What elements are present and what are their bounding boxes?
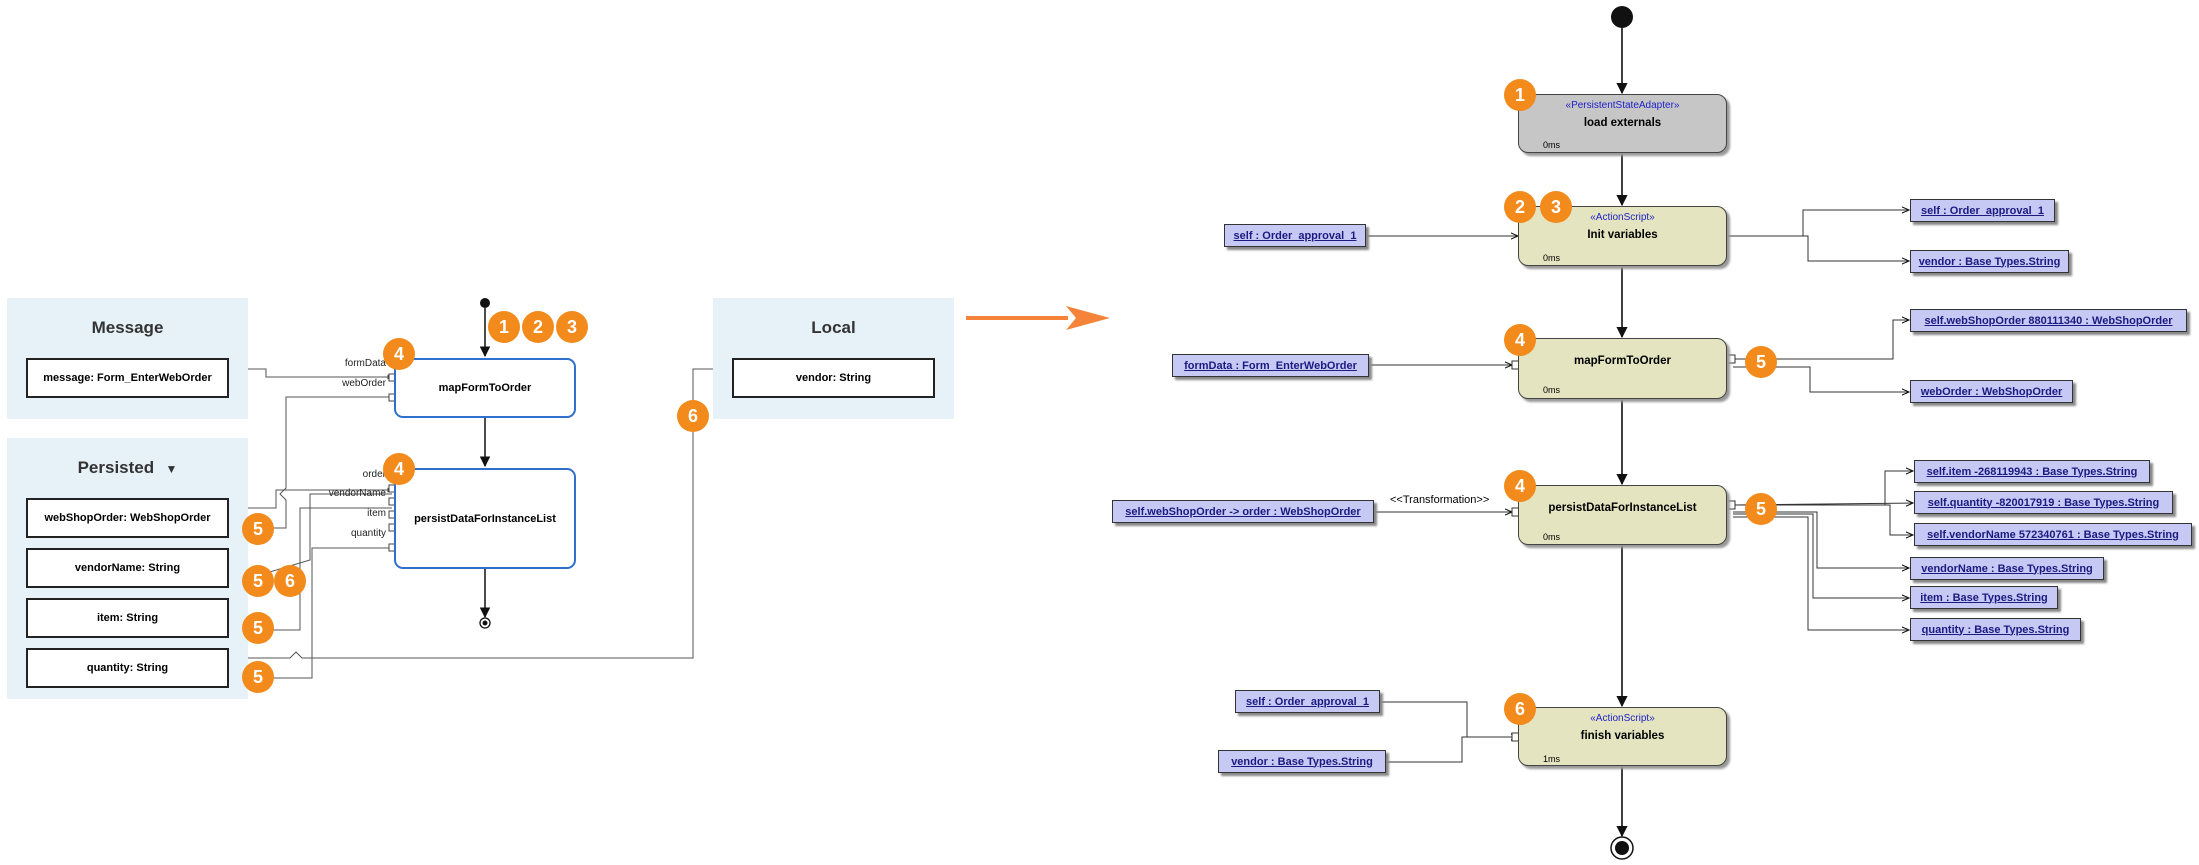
duration-label: 1ms [1543,754,1561,764]
step-badge: 4 [1504,470,1536,502]
right-initial-node [1611,6,1633,28]
object-node[interactable]: self.vendorName 572340761 : Base Types.S… [1914,523,2192,546]
duration-label: 0ms [1543,532,1561,542]
transform-arrow [966,306,1110,330]
object-node[interactable]: self.quantity -820017919 : Base Types.St… [1914,491,2173,514]
object-node[interactable]: self : Order_approval_1 [1235,690,1380,713]
step-badge: 1 [1504,79,1536,111]
item-var[interactable]: item: String [26,598,229,638]
object-node[interactable]: formData : Form_EnterWebOrder [1172,354,1369,377]
pin-label-formdata: formData [344,358,386,369]
activity-name: persistDataForInstanceList [1548,502,1697,514]
pin-label-order: order [362,469,386,480]
message-panel-title: Message [91,318,164,337]
transformation-label: <<Transformation>> [1390,494,1490,506]
persisted-title-label: Persisted [77,458,155,477]
object-node[interactable]: item : Base Types.String [1910,586,2058,609]
step-badge: 2 [1504,191,1536,223]
pin-label-vendorname: vendorName [328,488,386,499]
persist-data-action[interactable]: persistDataForInstanceList 0ms [1518,485,1727,545]
vendor-var[interactable]: vendor: String [732,358,935,398]
pin-label-weborder: webOrder [342,378,386,389]
right-object-flows [1365,210,1913,763]
caret-down-icon[interactable]: ▼ [158,462,178,476]
duration-label: 0ms [1543,385,1561,395]
map-form-to-order-activity[interactable]: mapFormToOrder [394,358,576,418]
object-node[interactable]: self : Order_approval_1 [1224,224,1366,247]
init-variables-activity[interactable]: «ActionScript» Init variables 0ms [1518,206,1727,266]
finish-variables-activity[interactable]: «ActionScript» finish variables 1ms [1518,707,1727,766]
step-badge: 6 [1504,693,1536,725]
pin-label-item: item [367,508,386,519]
object-node[interactable]: self.webShopOrder -> order : WebShopOrde… [1112,500,1374,523]
step-badge: 5 [242,612,274,644]
object-node[interactable]: webOrder : WebShopOrder [1910,380,2073,403]
duration-label: 0ms [1543,140,1561,150]
persist-data-activity[interactable]: persistDataForInstanceList [394,468,576,569]
activity-name: mapFormToOrder [1574,355,1671,367]
message-var[interactable]: message: Form_EnterWebOrder [26,358,229,398]
step-badge: 5 [242,661,274,693]
duration-label: 0ms [1543,253,1561,263]
object-node[interactable]: vendor : Base Types.String [1910,250,2069,273]
load-externals-activity[interactable]: «PersistentStateAdapter» load externals … [1518,94,1727,153]
persisted-panel-title[interactable]: Persisted ▼ [7,458,248,478]
step-badge: 3 [556,311,588,343]
step-badge: 4 [383,338,415,370]
activity-name: load externals [1583,117,1662,129]
object-node[interactable]: self.webShopOrder 880111340 : WebShopOrd… [1910,309,2187,332]
step-badge: 1 [488,311,520,343]
step-badge: 5 [1745,346,1777,378]
step-badge: 4 [383,453,415,485]
step-badge: 5 [1745,493,1777,525]
step-badge: 6 [677,400,709,432]
stereotype-label: «ActionScript» [1590,713,1655,724]
object-node[interactable]: self.item -268119943 : Base Types.String [1914,460,2150,483]
left-initial-node [480,298,490,308]
object-node[interactable]: quantity : Base Types.String [1910,618,2081,641]
map-form-to-order-action[interactable]: mapFormToOrder 0ms [1518,338,1727,399]
object-node[interactable]: vendorName : Base Types.String [1910,557,2104,580]
step-badge: 6 [274,565,306,597]
step-badge: 5 [242,565,274,597]
quantity-var[interactable]: quantity: String [26,648,229,688]
activity-name: Init variables [1587,229,1658,241]
step-badge: 2 [522,311,554,343]
webshoporder-var[interactable]: webShopOrder: WebShopOrder [26,498,229,538]
stereotype-label: «PersistentStateAdapter» [1565,100,1680,111]
left-flow [479,298,491,629]
activity-name: finish variables [1580,730,1665,742]
object-node[interactable]: self : Order_approval_1 [1910,199,2055,222]
right-pins [1511,354,1736,742]
object-node[interactable]: vendor : Base Types.String [1218,750,1386,773]
vendorname-var[interactable]: vendorName: String [26,548,229,588]
pin-label-quantity: quantity [350,528,386,539]
step-badge: 3 [1540,191,1572,223]
step-badge: 5 [242,513,274,545]
stereotype-label: «ActionScript» [1590,212,1655,223]
local-panel-title: Local [811,318,856,337]
step-badge: 4 [1504,324,1536,356]
right-flow [1610,6,1634,860]
